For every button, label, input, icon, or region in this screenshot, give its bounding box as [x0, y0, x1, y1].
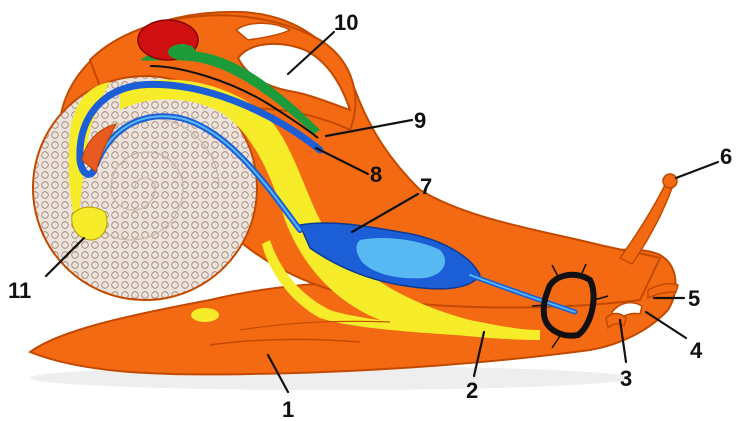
label-11: 11: [8, 278, 31, 303]
label-7: 7: [420, 174, 432, 199]
label-3: 3: [620, 366, 632, 391]
label-1: 1: [282, 397, 294, 421]
leader-6: [676, 162, 718, 178]
label-4: 4: [690, 338, 703, 363]
label-10: 10: [334, 10, 358, 35]
gland-spot: [191, 308, 219, 322]
label-8: 8: [370, 162, 382, 187]
eye: [663, 174, 677, 188]
label-5: 5: [688, 286, 700, 311]
label-9: 9: [414, 108, 426, 133]
heart-chamber: [168, 44, 196, 60]
label-6: 6: [720, 144, 732, 169]
label-2: 2: [466, 378, 478, 403]
